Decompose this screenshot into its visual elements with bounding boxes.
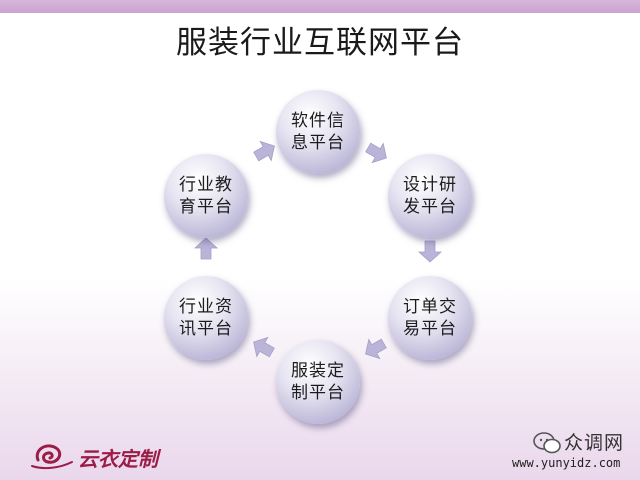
diagram-title: 服装行业互联网平台 [176,25,464,61]
cycle-arrow [417,240,443,263]
node-label-line: 订单交 [403,297,457,317]
brand-logo-icon [31,444,73,470]
node-label: 行业教育平台 [174,174,238,218]
node-order-trade: 订单交易平台 [388,276,472,360]
node-label: 服装定制平台 [286,360,350,404]
node-label-line: 行业资 [179,297,233,317]
node-label-line: 发平台 [403,197,457,217]
node-label-line: 易平台 [403,319,457,339]
node-industry-education: 行业教育平台 [164,154,248,238]
cycle-arrow [253,140,275,162]
node-label-line: 讯平台 [179,319,233,339]
node-label-line: 制平台 [291,383,345,403]
top-accent-bar [0,0,640,13]
node-label-line: 服装定 [291,361,345,381]
node-industry-info: 行业资讯平台 [164,276,248,360]
brand-logo-text: 云衣定制 [78,447,158,471]
node-label-line: 息平台 [291,133,345,153]
node-label-line: 软件信 [291,111,345,131]
node-label-line: 设计研 [403,175,457,195]
node-software-info: 软件信息平台 [276,90,360,174]
node-label: 设计研发平台 [398,174,462,218]
node-label-line: 育平台 [179,197,233,217]
node-custom-clothing: 服装定制平台 [276,340,360,424]
cycle-arrow [253,336,275,358]
node-label: 软件信息平台 [286,110,350,154]
cycle-arrow [365,142,387,164]
node-label: 行业资讯平台 [174,296,238,340]
watermark-url: www.yunyidz.com [512,456,621,470]
wechat-icon [533,432,561,454]
watermark-name: 众调网 [564,432,625,454]
node-design-dev: 设计研发平台 [388,154,472,238]
cycle-arrow [193,237,219,260]
cycle-arrow [365,338,387,360]
node-label-line: 行业教 [179,175,233,195]
node-label: 订单交易平台 [398,296,462,340]
